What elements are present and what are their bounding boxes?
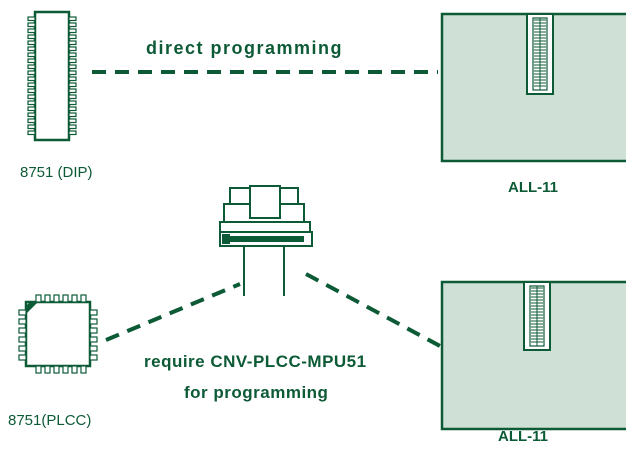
programmer-icon [440, 280, 626, 431]
programmer-icon [440, 12, 626, 163]
require-adapter-label: require CNV-PLCC-MPU51 [144, 352, 367, 371]
zif-socket-icon [526, 13, 554, 95]
adapter-icon [219, 185, 313, 296]
programmer-bottom-label: ALL-11 [498, 428, 549, 445]
adapter-connection-line [305, 272, 441, 348]
zif-socket-icon [523, 281, 551, 351]
dip-chip-label: 8751 (DIP) [20, 164, 93, 181]
programmer-top-label: ALL-11 [508, 179, 559, 196]
for-programming-label: for programming [184, 383, 329, 402]
plcc-chip-label: 8751(PLCC) [8, 412, 92, 429]
dip-chip-icon [27, 10, 77, 142]
direct-programming-label: direct programming [146, 38, 344, 58]
plcc-connection-line [105, 282, 241, 342]
plcc-chip-icon [18, 294, 98, 374]
